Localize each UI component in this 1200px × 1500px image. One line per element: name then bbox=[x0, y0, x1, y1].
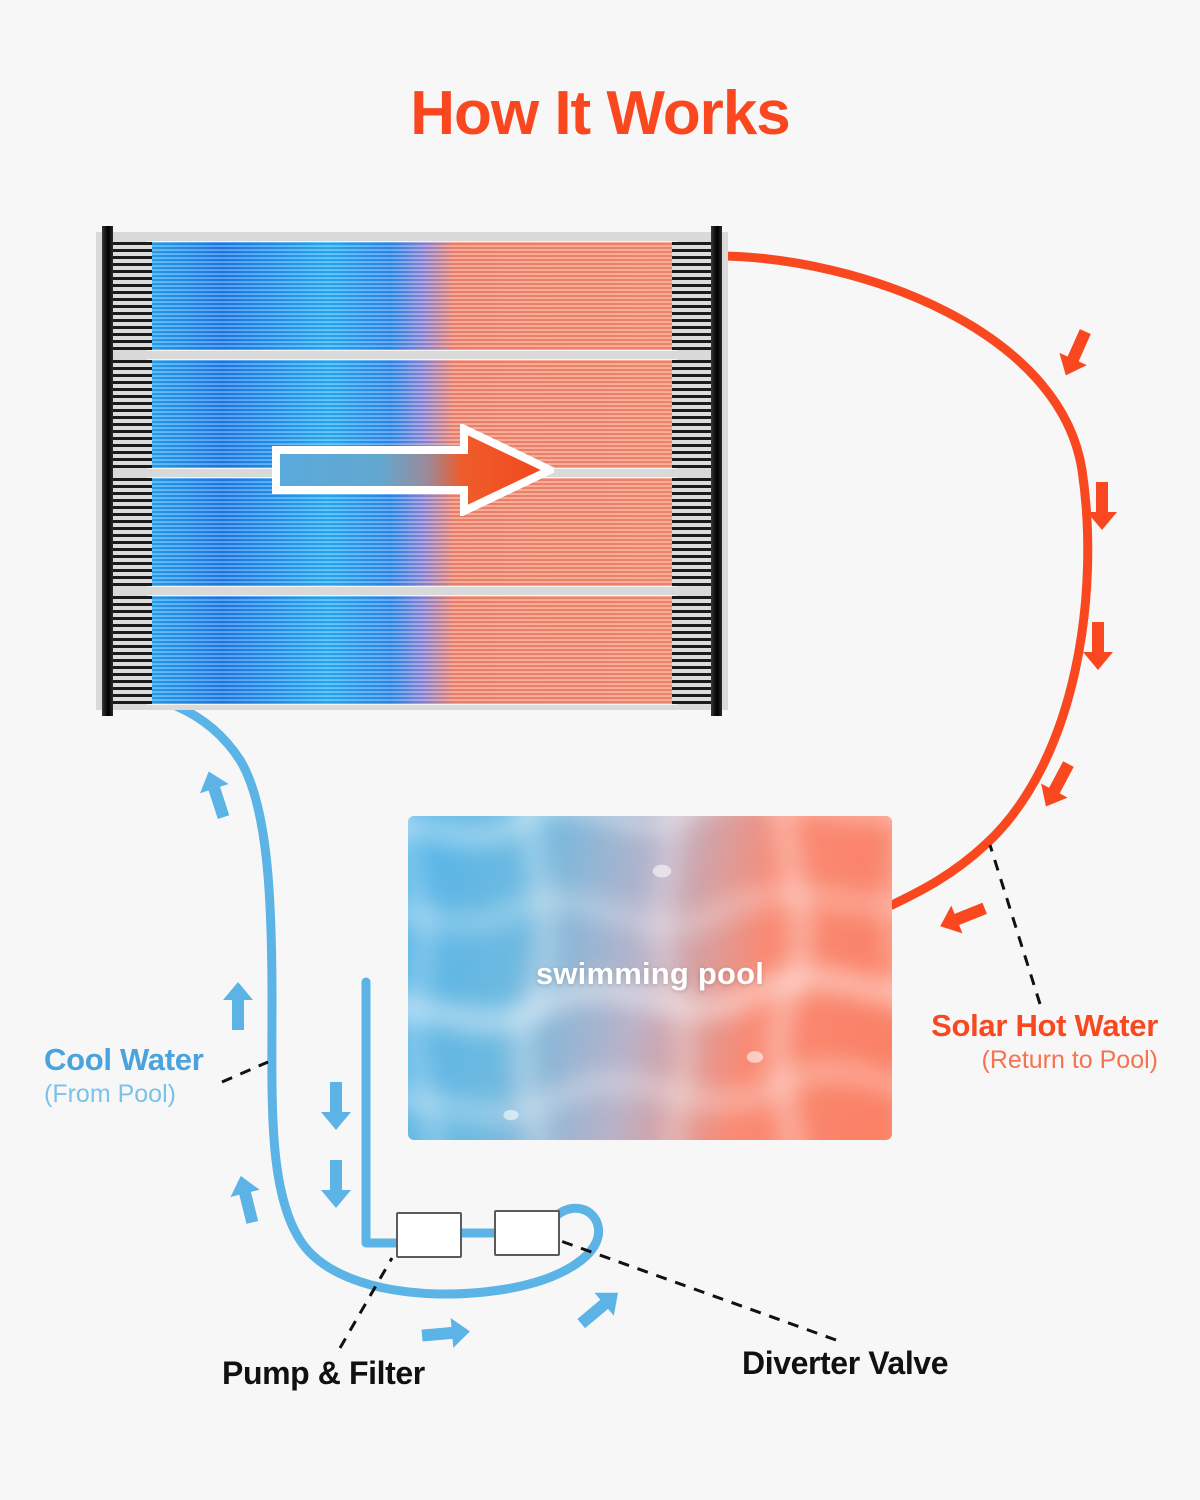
collector-comb-right bbox=[672, 478, 716, 586]
pool-drain-pipe bbox=[361, 977, 405, 1248]
leader-line-group bbox=[221, 844, 1042, 1349]
collector-band bbox=[96, 242, 728, 350]
collector-comb-left bbox=[108, 478, 152, 586]
solar-collector-panel[interactable] bbox=[96, 226, 728, 716]
hot-flow-arrow bbox=[1083, 622, 1113, 670]
collector-comb-right bbox=[672, 242, 716, 350]
pool-label: swimming pool bbox=[535, 956, 765, 991]
collector-comb-right bbox=[672, 596, 716, 704]
collector-comb-left bbox=[108, 242, 152, 350]
diverter-valve-label: Diverter Valve bbox=[742, 1345, 949, 1381]
hot-flow-arrow bbox=[940, 902, 987, 934]
page-title: How It Works bbox=[410, 79, 791, 148]
collector-band bbox=[96, 478, 728, 586]
cool-flow-arrow-group bbox=[200, 771, 618, 1348]
cool-flow-arrow bbox=[321, 1160, 351, 1208]
collector-band bbox=[96, 596, 728, 704]
cool-flow-arrow bbox=[421, 1318, 470, 1348]
leader-line-cool-water bbox=[221, 1060, 269, 1084]
cool-flow-arrow bbox=[577, 1292, 618, 1329]
cool-water-supply-pipe bbox=[107, 687, 604, 1299]
cool-flow-arrow bbox=[230, 1175, 260, 1224]
hot-water-return-pipe bbox=[717, 251, 1093, 910]
cool-flow-arrow bbox=[321, 1082, 351, 1130]
swimming-pool-graphic[interactable]: swimming pool bbox=[408, 816, 892, 1140]
collector-header-pipe-right bbox=[711, 226, 722, 716]
diverter-valve-unit[interactable] bbox=[494, 1210, 560, 1256]
collector-comb-right bbox=[672, 360, 716, 468]
heat-flow-arrow bbox=[272, 424, 554, 516]
pump-filter-label: Pump & Filter bbox=[222, 1355, 425, 1391]
collector-comb-left bbox=[108, 596, 152, 704]
cool-flow-arrow bbox=[223, 982, 253, 1030]
solar-hot-water-label-subtitle: (Return to Pool) bbox=[981, 1046, 1158, 1074]
collector-tube-array bbox=[148, 242, 676, 350]
hot-flow-arrow bbox=[1087, 482, 1117, 530]
leader-line-pump-filter bbox=[338, 1257, 394, 1349]
collector-comb-left bbox=[108, 360, 152, 468]
collector-tube-array bbox=[148, 596, 676, 704]
leader-line-solar-hot-water bbox=[988, 844, 1042, 1005]
collector-header-pipe-left bbox=[102, 226, 113, 716]
cool-water-label-title: Cool Water bbox=[44, 1042, 204, 1077]
collector-tube-array bbox=[148, 478, 676, 586]
pool-water-caustics bbox=[408, 816, 892, 1140]
hot-flow-arrow bbox=[1041, 761, 1074, 807]
solar-hot-water-label: Solar Hot Water (Return to Pool) bbox=[931, 1008, 1158, 1075]
collector-band bbox=[96, 360, 728, 468]
cool-water-label: Cool Water (From Pool) bbox=[44, 1042, 204, 1109]
cool-flow-arrow bbox=[200, 771, 230, 819]
solar-hot-water-label-title: Solar Hot Water bbox=[931, 1008, 1158, 1043]
pump-filter-unit[interactable] bbox=[396, 1212, 462, 1258]
hot-flow-arrow bbox=[1059, 329, 1091, 376]
leader-line-diverter-valve bbox=[557, 1238, 837, 1342]
cool-water-label-subtitle: (From Pool) bbox=[44, 1080, 176, 1108]
hot-flow-arrow-group bbox=[940, 329, 1117, 934]
